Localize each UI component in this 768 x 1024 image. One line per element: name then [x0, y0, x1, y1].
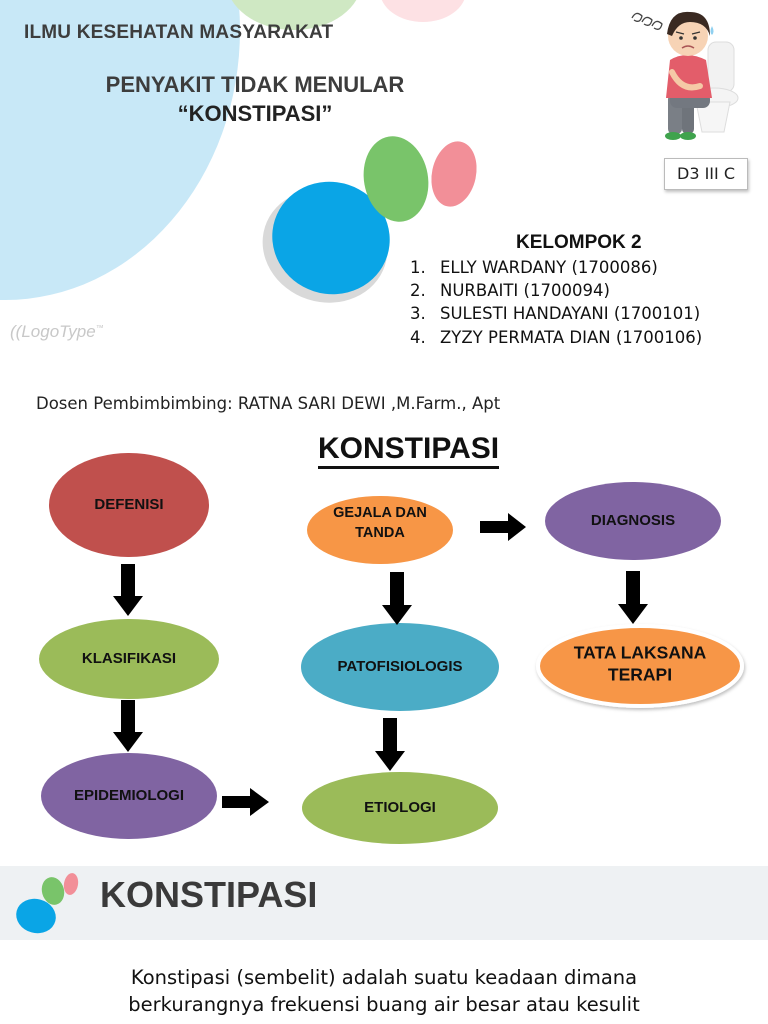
class-label-box: D3 III C [664, 158, 748, 190]
advisor-line: Dosen Pembimbimbing: RATNA SARI DEWI ,M.… [36, 394, 501, 413]
slide-title-line1: PENYAKIT TIDAK MENULAR [105, 72, 405, 97]
node-patofisiologis [301, 623, 499, 711]
arrow-down-icon [113, 564, 143, 616]
arrow-right-icon [480, 513, 526, 541]
node-gejala-dan-tanda [307, 496, 453, 564]
arrow-down-icon [618, 571, 648, 624]
logo-tm: ™ [95, 323, 104, 333]
eggs-logo-icon [16, 873, 79, 934]
node-gejala-label-line1: GEJALA DAN [333, 505, 427, 521]
node-gejala-label-line2: TANDA [355, 525, 405, 541]
node-klasifikasi-label: KLASIFIKASI [82, 650, 176, 667]
arrow-down-icon [375, 718, 405, 771]
list-item: 2.NURBAITI (1700094) [410, 281, 610, 301]
logotype-placeholder: ((LogoType™ [10, 322, 104, 342]
node-etiologi [302, 772, 498, 844]
node-diagnosis [545, 482, 721, 560]
egg-pink [425, 137, 483, 211]
node-tata-label-line2: TERAPI [608, 665, 672, 685]
node-tata-laksana-terapi [536, 624, 744, 708]
diagram-title: KONSTIPASI [318, 432, 500, 469]
node-klasifikasi [39, 619, 219, 699]
arrow-down-icon [382, 572, 412, 625]
section-title: KONSTIPASI [100, 874, 318, 915]
arrow-down-icon [113, 700, 143, 752]
paragraph-line: Konstipasi (sembelit) adalah suatu keada… [130, 966, 638, 989]
node-diagnosis-label: DIAGNOSIS [591, 512, 675, 529]
constipated-person-illustration [631, 11, 739, 140]
node-etiologi-label: ETIOLOGI [364, 799, 436, 816]
title-slide: ILMU KESEHATAN MASYARAKAT PENYAKIT TIDAK… [0, 0, 768, 380]
node-tata-label-line1: TATA LAKSANA [574, 643, 707, 663]
subject-heading: ILMU KESEHATAN MASYARAKAT [24, 22, 334, 43]
list-item: 4.ZYZY PERMATA DIAN (1700106) [410, 327, 703, 347]
slide-title: PENYAKIT TIDAK MENULAR “KONSTIPASI” [80, 70, 430, 128]
logo-swirl-icon: (( [10, 322, 22, 341]
concept-flow-diagram: DEFENISI KLASIFIKASI EPIDEMIOLOGI GEJALA… [39, 453, 744, 844]
node-patofisiologis-label: PATOFISIOLOGIS [337, 658, 462, 675]
background-circle-blue [0, 0, 240, 300]
arrow-right-icon [222, 788, 269, 816]
node-epidemiologi [41, 753, 217, 839]
group-title: KELOMPOK 2 [516, 232, 642, 253]
definition-paragraph: Konstipasi (sembelit) adalah suatu keada… [20, 964, 748, 1018]
list-item: 3.SULESTI HANDAYANI (1700101) [410, 304, 701, 324]
logo-text: LogoType [21, 322, 96, 341]
node-epidemiologi-label: EPIDEMIOLOGI [74, 787, 184, 804]
background-circle-pink [380, 0, 466, 22]
paragraph-line: berkurangnya frekuensi buang air besar a… [128, 993, 640, 1016]
section-header-band [0, 866, 768, 940]
node-defenisi-label: DEFENISI [94, 496, 163, 513]
slide-title-line2: “KONSTIPASI” [177, 101, 333, 126]
node-defenisi [49, 453, 209, 557]
list-item: 1.ELLY WARDANY (1700086) [410, 258, 658, 277]
member-list: 1.ELLY WARDANY (1700086) 2.NURBAITI (170… [410, 256, 702, 349]
